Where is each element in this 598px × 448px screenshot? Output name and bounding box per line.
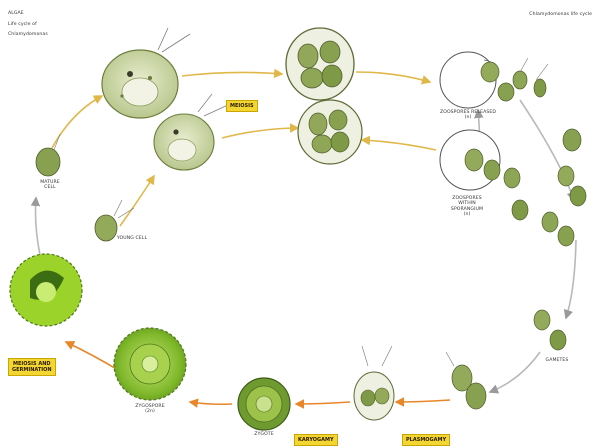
zoospores-released [440,52,548,108]
germinating-spore [10,254,82,326]
label-zygospore: ZYGOSPORE (2n) [118,404,182,415]
header-title-line-3: Chlamydomonas [8,32,48,37]
zygote-cell [238,378,290,430]
arrow-young-to-mature [52,96,102,148]
inner-sporangium [298,100,362,164]
arrow-spore-up [36,198,41,255]
header-title-line-1: ALGAE [8,11,24,16]
label-plasmogamy: PLASMOGAMY [402,434,450,446]
header-top-right: Chlamydomonas life cycle [480,12,592,17]
arrow-gametes-down [566,240,576,318]
arrow-karyogamy [296,402,350,404]
arrow-zygote-to-zygospore [190,402,232,404]
label-zygote: ZYGOTE [240,432,288,437]
label-meiosis: MEIOSIS [226,100,258,112]
header-title: ALGAE Life cycle of Chlamydomonas [8,6,118,38]
label-young-cell: YOUNG CELL [112,236,152,241]
arrow-meiosis-germination [66,342,118,370]
label-mature-cell: MATURE CELL [30,180,70,191]
mature-cell-top [102,28,190,118]
plasmogamy-pair [446,352,486,409]
arrow-inner-young [120,176,154,226]
label-karyogamy: KARYOGAMY [294,434,338,446]
label-zoospores-within: ZOOSPORES WITHIN SPORANGIUM (n) [432,196,502,217]
label-zoospores-released: ZOOSPORES RELEASED (n) [428,110,508,121]
arrow-sporangium-to-released [356,72,430,82]
header-title-line-2: Life cycle of [8,22,37,27]
young-cell-inner [95,200,134,241]
karyogamy-cell [354,346,394,420]
label-meiosis-germination: MEIOSIS AND GERMINATION [8,358,56,376]
arrow-plasmogamy [396,400,450,402]
zygospore-cell [114,328,186,400]
sporangium-top [286,28,354,100]
arrow-mature-to-sporangium [182,72,282,76]
arrow-inner-return [362,140,436,150]
label-gametes: GAMETES [532,358,582,363]
arrow-inner-to-meiosis [222,128,298,138]
gametes-column [534,129,586,350]
